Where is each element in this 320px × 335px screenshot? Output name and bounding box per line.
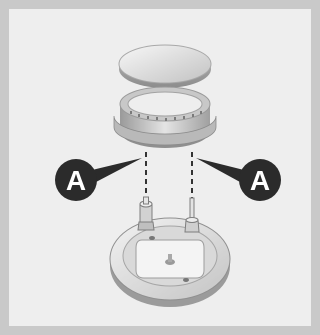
burner-base (110, 218, 230, 307)
burner-cap (119, 45, 211, 88)
callout-letter: A (66, 165, 86, 196)
callout-a-right: A (196, 158, 281, 201)
callout-letter: A (250, 165, 270, 196)
ignition-electrode (138, 197, 154, 230)
flame-spreader-ring (114, 87, 216, 148)
callout-a-left: A (55, 158, 142, 201)
thermocouple (185, 198, 199, 232)
guide-lines (146, 152, 192, 198)
